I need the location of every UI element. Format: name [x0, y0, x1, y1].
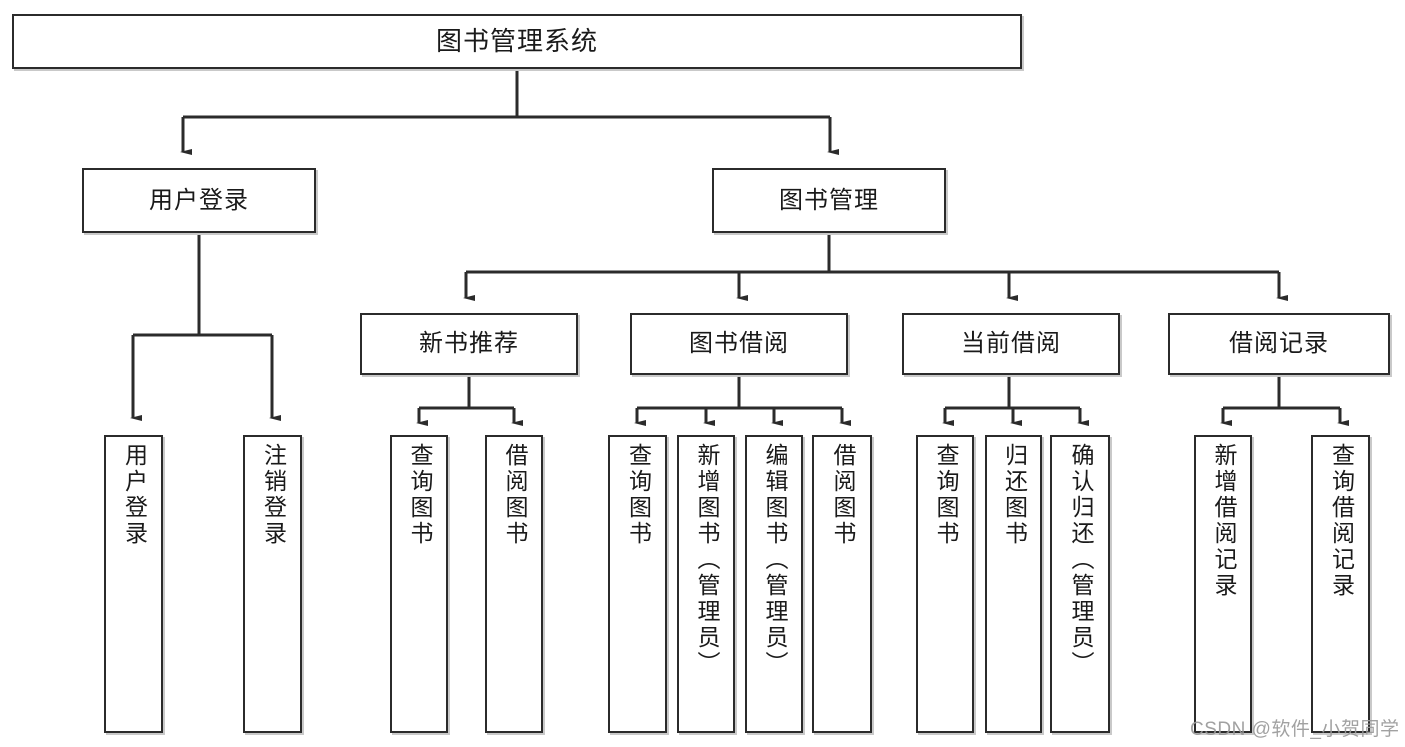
node-leaf-query-book-1[interactable]: 查询图书	[390, 435, 448, 733]
node-leaf-logout-label: 注销登录	[260, 443, 287, 547]
node-current-borrow-label: 当前借阅	[961, 330, 1061, 358]
node-leaf-add-record-label: 新增借阅记录	[1210, 443, 1237, 599]
node-leaf-return-book-label: 归还图书	[1001, 443, 1028, 547]
node-new-book-recommend[interactable]: 新书推荐	[360, 313, 578, 375]
node-leaf-query-book-1-label: 查询图书	[406, 443, 433, 547]
node-leaf-confirm-return-label: 确认归还（管理员）	[1067, 443, 1094, 677]
node-current-borrow[interactable]: 当前借阅	[902, 313, 1120, 375]
node-leaf-add-record[interactable]: 新增借阅记录	[1194, 435, 1252, 733]
node-new-book-recommend-label: 新书推荐	[419, 330, 519, 358]
node-user-login[interactable]: 用户登录	[82, 168, 316, 233]
node-leaf-add-book[interactable]: 新增图书（管理员）	[677, 435, 735, 733]
node-leaf-user-login[interactable]: 用户登录	[104, 435, 163, 733]
node-leaf-add-book-label: 新增图书（管理员）	[693, 443, 720, 677]
node-root-label: 图书管理系统	[435, 26, 598, 57]
node-leaf-user-login-label: 用户登录	[121, 443, 148, 547]
node-leaf-edit-book-label: 编辑图书（管理员）	[761, 443, 788, 677]
csdn-watermark: CSDN @软件_小贺同学	[1190, 719, 1400, 740]
node-book-management[interactable]: 图书管理	[712, 168, 946, 233]
node-leaf-borrow-book-2-label: 借阅图书	[829, 443, 856, 547]
node-book-borrow-label: 图书借阅	[689, 330, 789, 358]
node-root[interactable]: 图书管理系统	[12, 14, 1022, 69]
node-book-management-label: 图书管理	[779, 186, 879, 214]
node-leaf-query-book-2[interactable]: 查询图书	[608, 435, 667, 733]
node-leaf-borrow-book-1-label: 借阅图书	[501, 443, 528, 547]
node-leaf-query-record-label: 查询借阅记录	[1328, 443, 1355, 599]
node-borrow-record[interactable]: 借阅记录	[1168, 313, 1390, 375]
node-leaf-query-book-3-label: 查询图书	[932, 443, 959, 547]
node-book-borrow[interactable]: 图书借阅	[630, 313, 848, 375]
node-borrow-record-label: 借阅记录	[1229, 330, 1329, 358]
node-leaf-logout[interactable]: 注销登录	[243, 435, 302, 733]
node-leaf-edit-book[interactable]: 编辑图书（管理员）	[745, 435, 803, 733]
node-leaf-query-book-2-label: 查询图书	[625, 443, 652, 547]
node-leaf-borrow-book-2[interactable]: 借阅图书	[812, 435, 872, 733]
node-leaf-confirm-return[interactable]: 确认归还（管理员）	[1050, 435, 1110, 733]
node-leaf-return-book[interactable]: 归还图书	[985, 435, 1042, 733]
node-leaf-query-record[interactable]: 查询借阅记录	[1311, 435, 1370, 733]
node-user-login-label: 用户登录	[149, 186, 249, 214]
node-leaf-borrow-book-1[interactable]: 借阅图书	[485, 435, 543, 733]
node-leaf-query-book-3[interactable]: 查询图书	[916, 435, 974, 733]
